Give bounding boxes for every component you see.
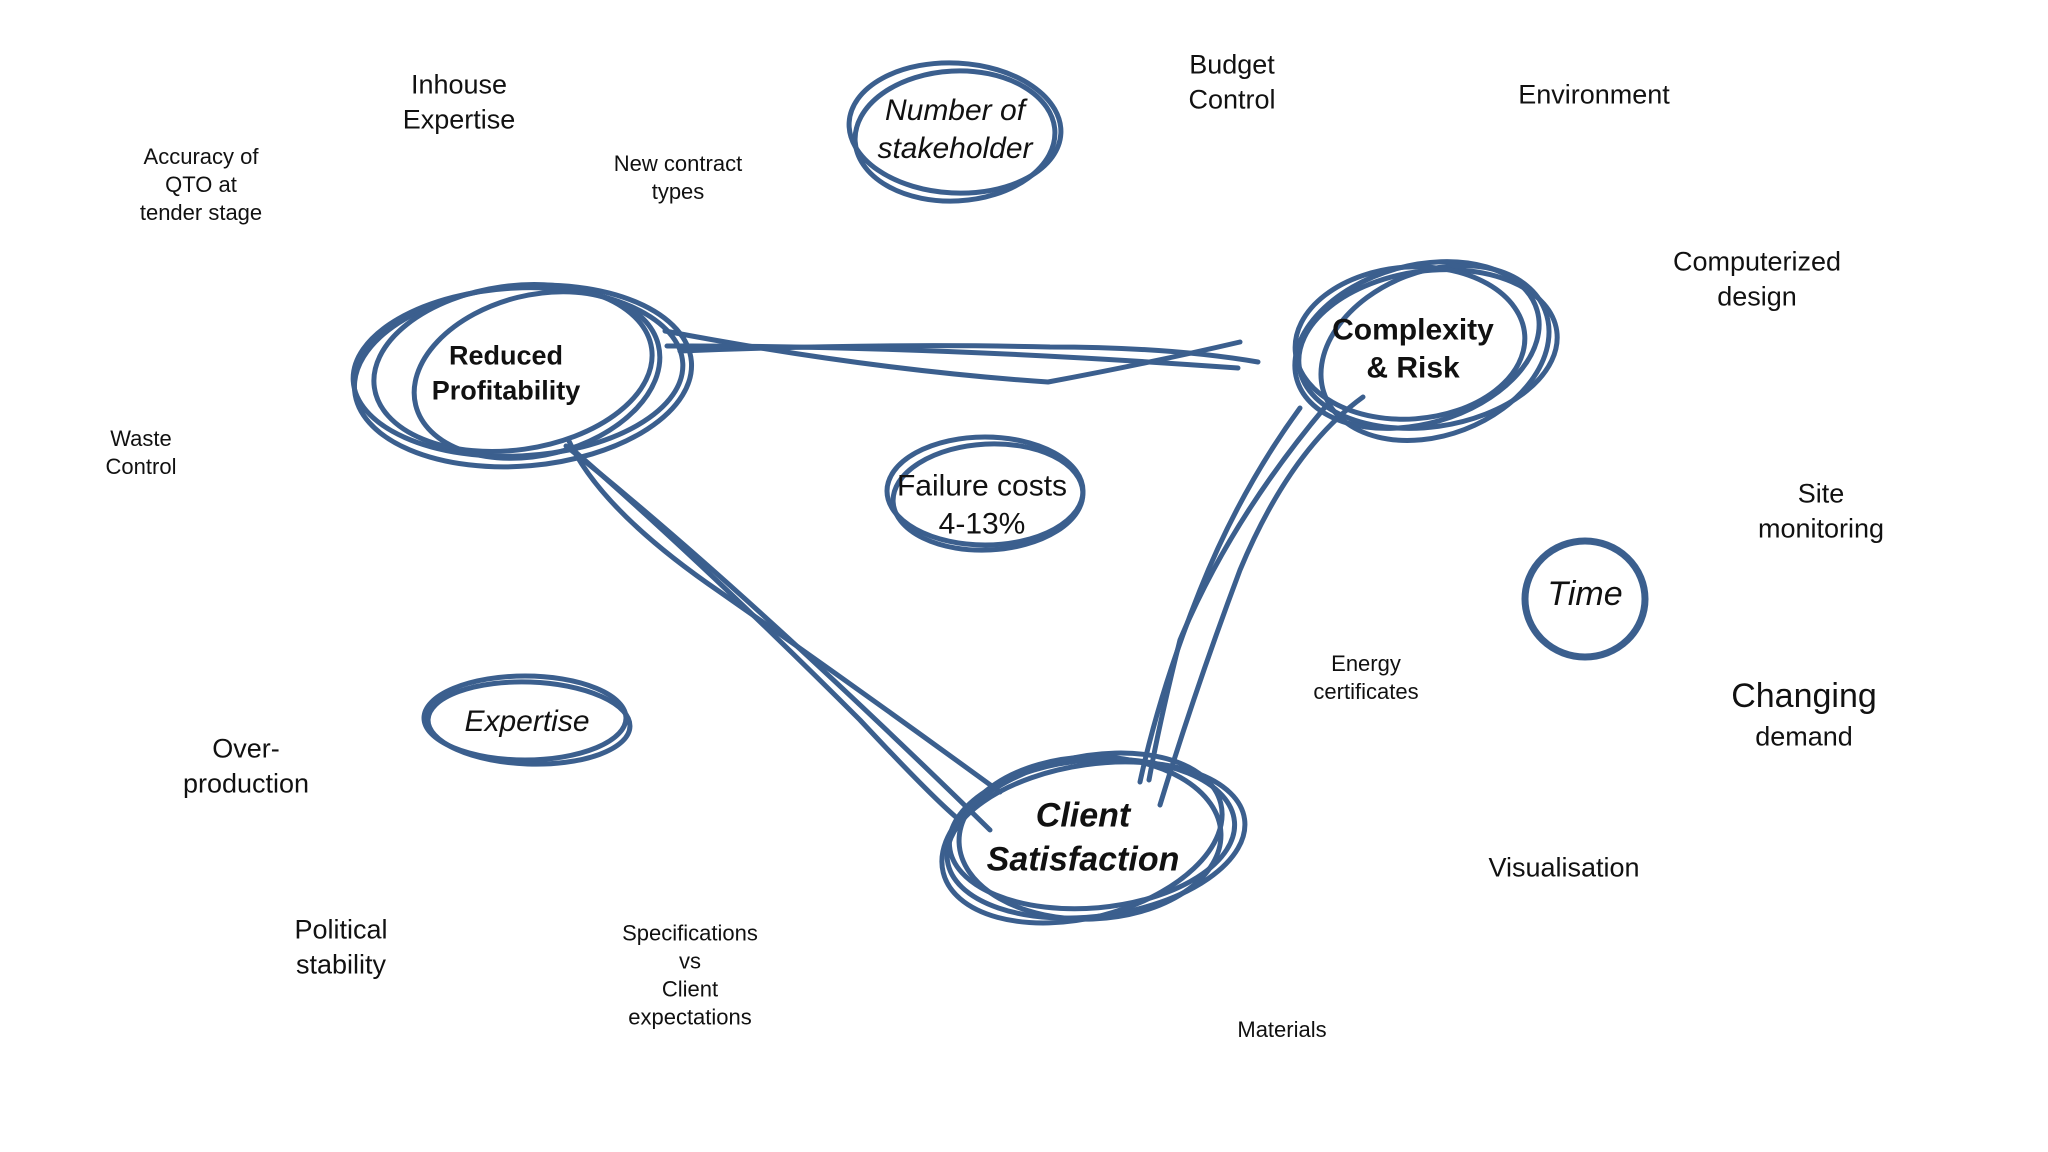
hub-complexity-risk: Complexity & Risk	[1332, 313, 1494, 385]
connector-profitability-satisfaction	[563, 436, 1003, 833]
circled-time: Time	[1547, 575, 1623, 614]
expertise-loops	[421, 673, 633, 767]
factor-demand: demand	[1755, 721, 1853, 752]
reduced-profitability-loops	[350, 281, 695, 470]
factor-new-contract-types: New contract types	[613, 150, 743, 204]
factor-energy-certificates: Energy certificates	[1313, 650, 1419, 704]
factor-visualisation: Visualisation	[1488, 852, 1640, 883]
complexity-risk-loops	[1292, 259, 1560, 443]
failure-costs-loops	[884, 434, 1086, 553]
factor-specifications-vs-client-expectations: Specifications vs Client expectations	[622, 920, 758, 1031]
factor-materials: Materials	[1237, 1016, 1327, 1042]
factor-changing: Changing	[1731, 677, 1877, 716]
factor-inhouse-expertise: Inhouse Expertise	[402, 69, 516, 134]
stakeholder-loops	[846, 60, 1064, 204]
connector-profitability-complexity	[662, 328, 1261, 385]
time-loops	[1521, 537, 1649, 661]
factor-environment: Environment	[1518, 79, 1670, 110]
circled-failure-costs: Failure costs 4-13%	[896, 469, 1068, 541]
factor-accuracy-qto: Accuracy of QTO at tender stage	[139, 143, 263, 226]
connector-complexity-satisfaction	[1137, 394, 1366, 808]
factor-political-stability: Political stability	[294, 914, 388, 979]
factor-budget-control: Budget Control	[1188, 49, 1276, 114]
hub-client-satisfaction: Client Satisfaction	[986, 796, 1180, 878]
factor-computerized-design: Computerized design	[1672, 246, 1842, 311]
hub-reduced-profitability: Reduced Profitability	[431, 340, 581, 405]
factor-waste-control: Waste Control	[105, 425, 177, 479]
factor-over-production: Over- production	[182, 733, 310, 798]
factor-site-monitoring: Site monitoring	[1757, 478, 1885, 543]
circled-number-of-stakeholders: Number of stakeholder s	[877, 94, 1033, 176]
client-satisfaction-loops	[939, 750, 1248, 926]
circled-expertise: Expertise	[464, 704, 590, 738]
